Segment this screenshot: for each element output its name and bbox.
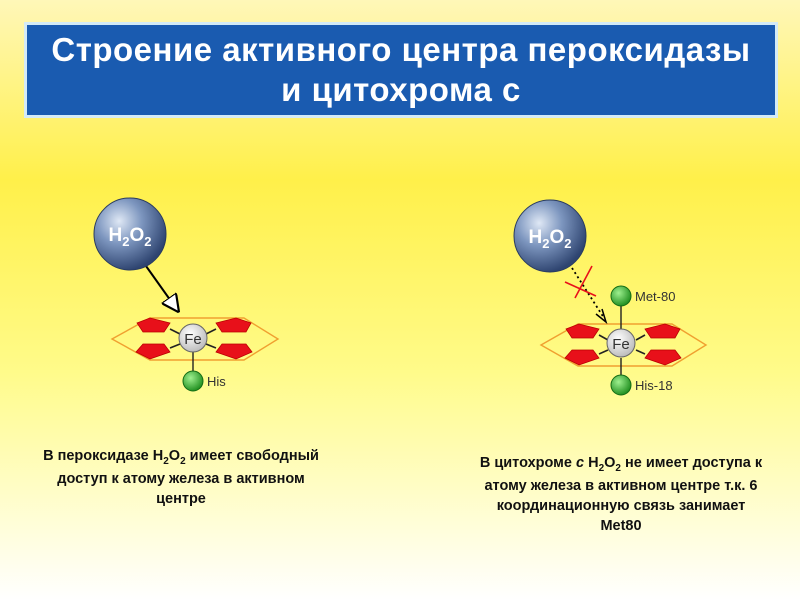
bond-right-3 (598, 349, 609, 355)
pyrrole-right-bl (564, 349, 600, 366)
pyrrole-right-tr (644, 323, 681, 339)
access-arrow-left (145, 265, 178, 311)
iron-label-right: Fe (612, 336, 630, 353)
blocked-arrowhead-right (595, 308, 608, 325)
h2o2-molecule-left: H2O2 (93, 197, 167, 271)
met80-ligand (610, 285, 632, 307)
h2o2-label-left: H2O2 (109, 225, 152, 249)
pyrrole-left-tr (215, 317, 252, 333)
pyrrole-left-br (215, 343, 253, 360)
peroxidase-heme: Fe His (110, 317, 280, 392)
bond-right-1 (598, 334, 609, 341)
pyrrole-right-br (644, 349, 682, 366)
bond-right-2 (635, 334, 646, 341)
title-line-1: Строение активного центра пероксидазы (51, 31, 751, 69)
iron-atom-left (178, 323, 208, 353)
bond-left-3 (169, 343, 181, 349)
h2o2-molecule-right: H2O2 (513, 199, 587, 273)
iron-label-left: Fe (184, 331, 202, 348)
bond-left-2 (205, 328, 217, 335)
pyrrole-left-tl (136, 317, 171, 333)
pyrrole-left-bl (135, 343, 171, 360)
his-ligand-left (182, 370, 204, 392)
his-label-left: His (207, 374, 226, 389)
bond-left-1 (169, 328, 181, 335)
blocked-cross-icon (564, 265, 597, 299)
his18-label: His-18 (635, 378, 673, 393)
h2o2-label-right: H2O2 (529, 227, 572, 251)
cytochrome-caption: В цитохроме с H2O2 не имеет доступа к ат… (479, 455, 763, 534)
iron-atom-right (606, 328, 636, 358)
bond-right-4 (635, 349, 646, 355)
molecule-sphere-right (513, 199, 587, 273)
his18-ligand (610, 374, 632, 396)
met80-label: Met-80 (635, 289, 675, 304)
molecule-sphere-left (93, 197, 167, 271)
pyrrole-right-tl (565, 323, 600, 339)
cytochrome-heme: Fe Met-80 His-18 (539, 285, 708, 396)
peroxidase-caption: В пероксидазе H2O2 имеет свободный досту… (43, 448, 319, 507)
slide-title: Строение активного центра пероксидазы и … (24, 22, 778, 118)
title-line-2: и цитохрома с (281, 71, 521, 108)
bond-left-4 (205, 343, 217, 349)
